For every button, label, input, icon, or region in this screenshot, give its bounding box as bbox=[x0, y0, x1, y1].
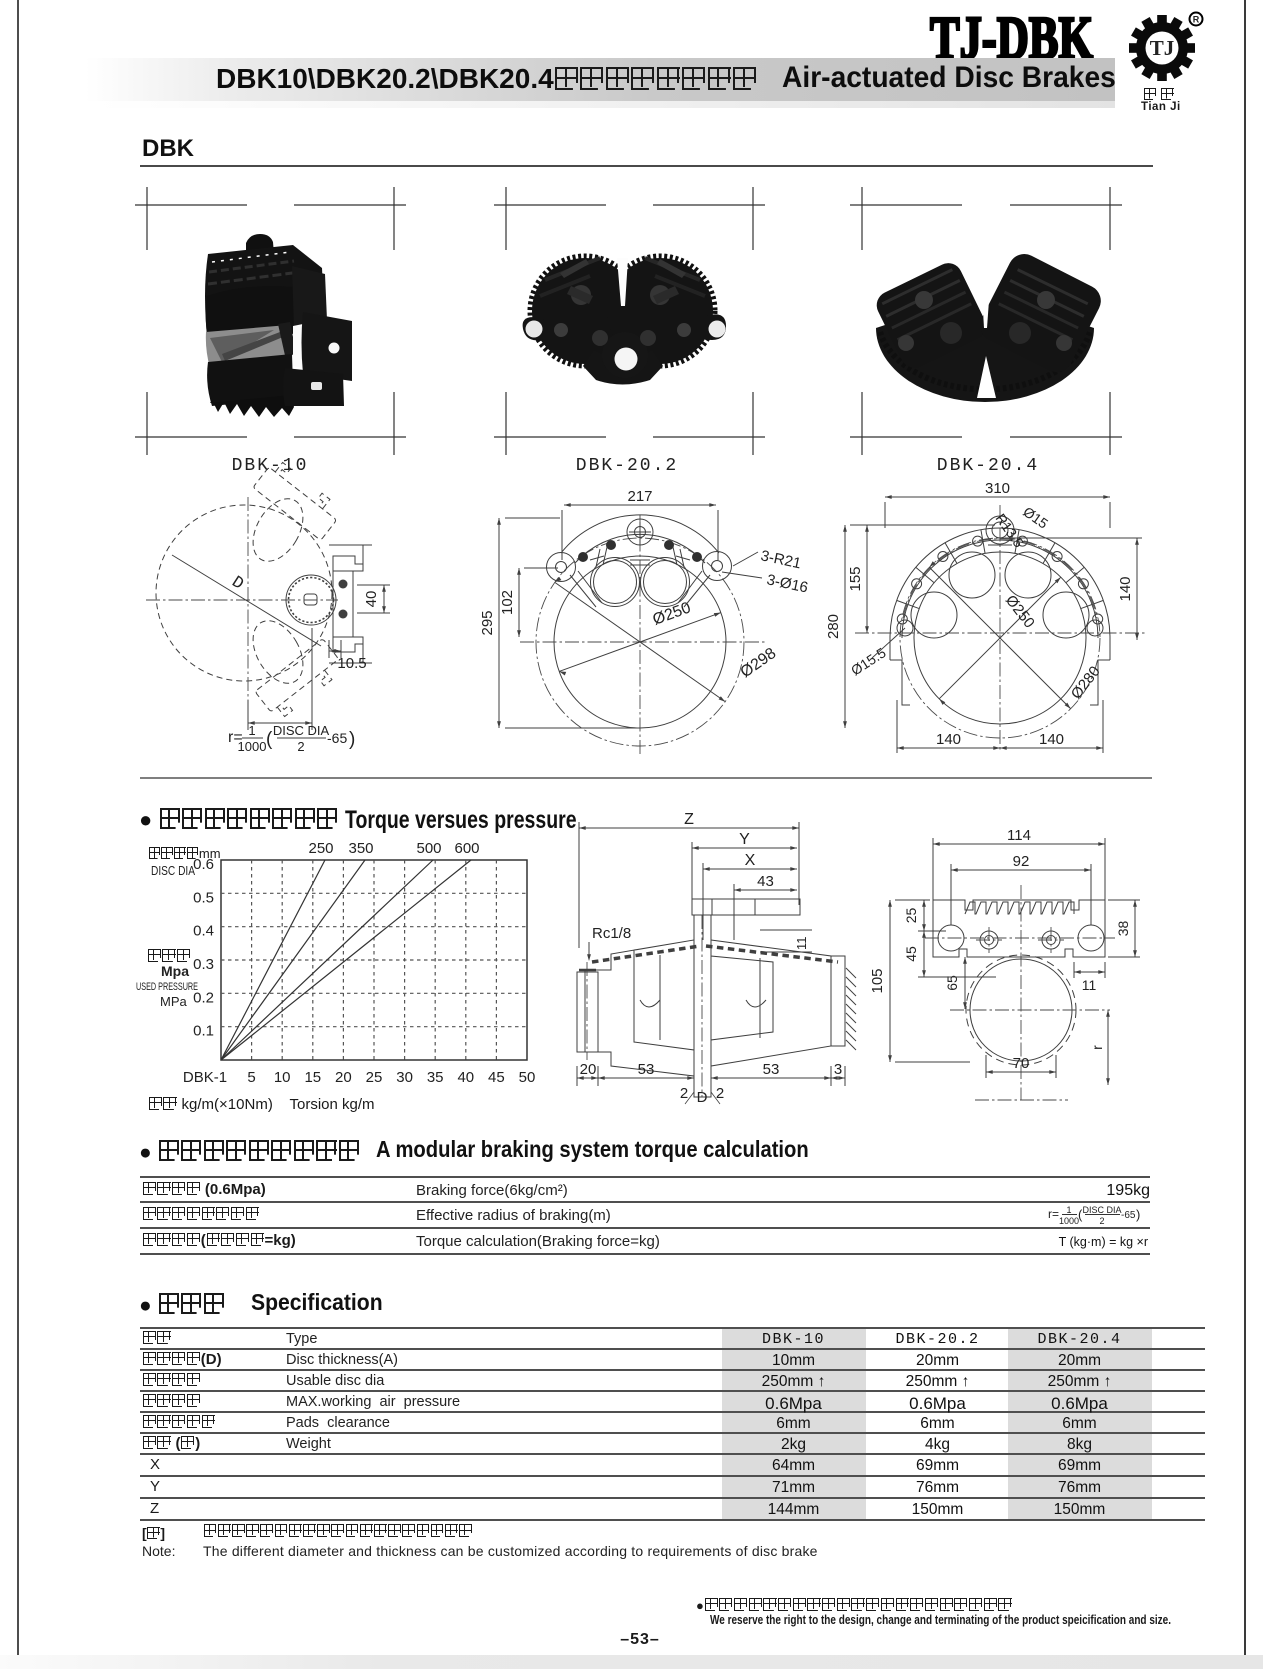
svg-text:X: X bbox=[745, 852, 756, 869]
svg-text:280: 280 bbox=[825, 614, 842, 639]
svg-text:r: r bbox=[1089, 1045, 1105, 1050]
svg-text:DBK-20.4: DBK-20.4 bbox=[937, 456, 1039, 476]
svg-text:R: R bbox=[1193, 15, 1200, 25]
svg-text:): ) bbox=[1136, 1207, 1140, 1222]
svg-text:105: 105 bbox=[869, 968, 886, 993]
svg-text:2: 2 bbox=[716, 1085, 724, 1102]
svg-text:1: 1 bbox=[1066, 1205, 1071, 1215]
svg-text:217: 217 bbox=[627, 488, 652, 505]
svg-text:0.4: 0.4 bbox=[193, 923, 214, 940]
svg-text:3-Ø16: 3-Ø16 bbox=[765, 571, 809, 596]
svg-text:DISC DIA: DISC DIA bbox=[151, 863, 195, 878]
svg-text:2: 2 bbox=[680, 1085, 688, 1102]
svg-text:(: ( bbox=[266, 729, 273, 750]
svg-text:DISC DIA: DISC DIA bbox=[273, 723, 330, 738]
svg-text:11: 11 bbox=[1082, 977, 1097, 993]
svg-text:1000: 1000 bbox=[1059, 1216, 1079, 1226]
svg-text:310: 310 bbox=[985, 480, 1010, 497]
svg-text:-65: -65 bbox=[327, 730, 347, 746]
svg-text:3: 3 bbox=[834, 1061, 842, 1078]
svg-text:38: 38 bbox=[1115, 921, 1131, 937]
svg-text:): ) bbox=[349, 729, 355, 750]
svg-text:0.1: 0.1 bbox=[193, 1023, 214, 1040]
svg-text:D: D bbox=[228, 573, 247, 594]
svg-text:0.6: 0.6 bbox=[193, 856, 214, 873]
svg-text:0.5: 0.5 bbox=[193, 889, 214, 906]
svg-text:43: 43 bbox=[757, 873, 774, 890]
svg-text:10: 10 bbox=[274, 1069, 291, 1086]
svg-text:53: 53 bbox=[638, 1061, 655, 1078]
svg-text:45: 45 bbox=[903, 946, 919, 962]
svg-text:MPa: MPa bbox=[160, 994, 188, 1009]
svg-text:140: 140 bbox=[936, 731, 961, 748]
svg-text:25: 25 bbox=[366, 1069, 383, 1086]
svg-text:70: 70 bbox=[1013, 1055, 1030, 1072]
svg-text:1: 1 bbox=[248, 723, 255, 738]
svg-text:114: 114 bbox=[1007, 827, 1031, 844]
svg-text:350: 350 bbox=[348, 840, 373, 857]
svg-text:45: 45 bbox=[488, 1069, 505, 1086]
svg-text:USED PRESSURE: USED PRESSURE bbox=[136, 981, 198, 993]
svg-text:TJ: TJ bbox=[1150, 36, 1175, 60]
svg-text:40: 40 bbox=[363, 591, 380, 608]
svg-text:Y: Y bbox=[739, 831, 750, 848]
svg-text:295: 295 bbox=[479, 610, 496, 635]
svg-text:15: 15 bbox=[304, 1069, 321, 1086]
svg-text:600: 600 bbox=[454, 840, 479, 857]
svg-text:35: 35 bbox=[427, 1069, 444, 1086]
svg-text:500: 500 bbox=[416, 840, 441, 857]
svg-text:140: 140 bbox=[1117, 576, 1134, 601]
svg-text:DBK-10: DBK-10 bbox=[232, 456, 309, 476]
svg-text:Z: Z bbox=[684, 811, 694, 828]
svg-text:20: 20 bbox=[580, 1061, 597, 1078]
svg-text:250: 250 bbox=[308, 840, 333, 857]
svg-text:3-R21: 3-R21 bbox=[759, 547, 803, 572]
svg-text:Rc1/8: Rc1/8 bbox=[592, 925, 631, 942]
svg-text:Ø15: Ø15 bbox=[1020, 503, 1051, 531]
svg-text:D: D bbox=[697, 1089, 708, 1106]
svg-text:20: 20 bbox=[335, 1069, 352, 1086]
svg-text:DBK-1: DBK-1 bbox=[183, 1069, 227, 1086]
svg-text:r=: r= bbox=[1048, 1207, 1059, 1221]
svg-text:5: 5 bbox=[247, 1069, 255, 1086]
svg-text:Ø15.5: Ø15.5 bbox=[848, 644, 889, 678]
svg-text:25: 25 bbox=[903, 908, 919, 924]
svg-text:1000: 1000 bbox=[238, 739, 267, 754]
svg-text:92: 92 bbox=[1013, 853, 1030, 870]
svg-text:DBK-20.2: DBK-20.2 bbox=[576, 456, 678, 476]
svg-text:DISC DIA: DISC DIA bbox=[1082, 1205, 1121, 1215]
svg-text:2: 2 bbox=[297, 739, 304, 754]
svg-text:10.5: 10.5 bbox=[337, 655, 366, 672]
svg-text:155: 155 bbox=[847, 566, 864, 591]
svg-text:40: 40 bbox=[457, 1069, 474, 1086]
svg-text:-65: -65 bbox=[1121, 1210, 1136, 1221]
svg-text:65: 65 bbox=[944, 975, 960, 991]
svg-text:0.3: 0.3 bbox=[193, 956, 214, 973]
svg-text:11: 11 bbox=[794, 937, 809, 951]
svg-text:53: 53 bbox=[763, 1061, 780, 1078]
svg-text:102: 102 bbox=[499, 590, 516, 615]
svg-text:50: 50 bbox=[519, 1069, 536, 1086]
svg-text:r=: r= bbox=[228, 729, 243, 746]
svg-text:(: ( bbox=[1078, 1207, 1083, 1222]
svg-text:140: 140 bbox=[1039, 731, 1064, 748]
svg-text:0.2: 0.2 bbox=[193, 989, 214, 1006]
svg-text:Mpa: Mpa bbox=[161, 963, 189, 979]
svg-text:2: 2 bbox=[1099, 1216, 1104, 1226]
svg-text:30: 30 bbox=[396, 1069, 413, 1086]
